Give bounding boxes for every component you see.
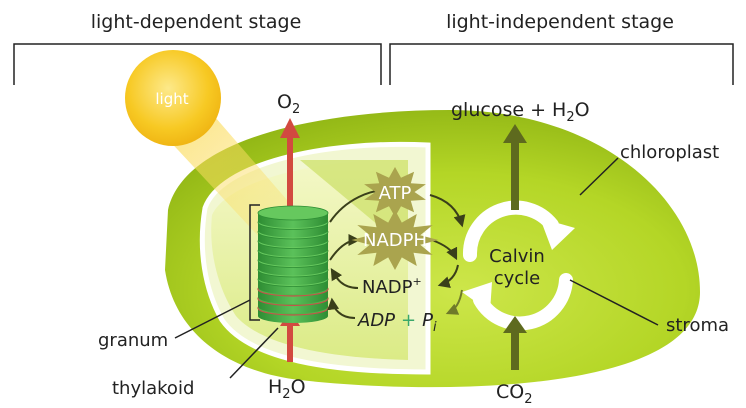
o2-arrow-shaft: [287, 135, 293, 215]
light-dependent-bracket: [13, 43, 382, 85]
nadph-burst: [351, 210, 439, 270]
granum-leader: [174, 299, 251, 339]
chloroplast-label: chloroplast: [620, 142, 719, 163]
glucose-label: glucose + H2O: [451, 99, 590, 125]
co2-label: CO2: [496, 381, 533, 407]
nadp-label: NADP+: [362, 275, 422, 298]
calvin-label-line2: cycle: [494, 268, 541, 289]
atp-burst: [364, 167, 426, 217]
calvin-to-nadp-arrow: [437, 264, 459, 288]
adp-pi-label: ADP+Pi: [357, 310, 437, 335]
calvin-label-line1: Calvin: [489, 246, 545, 267]
light-dependent-stage-label: light-dependent stage: [91, 11, 302, 33]
atp-label: ATP: [379, 183, 412, 204]
nadp-return-arrow: [330, 267, 359, 289]
o2-arrow-head: [280, 118, 300, 138]
sun-icon: [125, 50, 221, 146]
glucose-arrow-head: [503, 124, 527, 143]
granum-bracket: [249, 204, 260, 321]
light-independent-bracket: [389, 43, 734, 85]
nadph-label: NADPH: [363, 230, 427, 251]
calvin-to-adp-arrow: [445, 289, 463, 315]
sun-label: light: [155, 90, 188, 108]
atp-to-calvin-arrow: [429, 194, 466, 228]
granum-stack: [257, 205, 329, 323]
co2-arrow-head: [503, 316, 527, 333]
light-independent-stage-label: light-independent stage: [446, 11, 674, 33]
chloroplast-leader: [579, 157, 619, 196]
granum-label: granum: [98, 330, 168, 351]
stroma-label: stroma: [666, 315, 729, 336]
thylakoid-leader: [229, 327, 279, 379]
stroma-leader: [569, 279, 659, 326]
co2-arrow-shaft: [511, 330, 519, 370]
o2-label: O2: [277, 91, 300, 117]
h2o-label: H2O: [268, 376, 306, 402]
thylakoid-disc-top: [257, 205, 329, 221]
thylakoid-label: thylakoid: [112, 378, 194, 399]
h2o-arrow-shaft: [287, 322, 293, 362]
nadph-to-calvin-arrow: [431, 239, 458, 261]
calvin-cycle-ring: [462, 200, 575, 331]
adp-return-arrow: [327, 297, 356, 319]
glucose-arrow-shaft: [511, 140, 519, 210]
